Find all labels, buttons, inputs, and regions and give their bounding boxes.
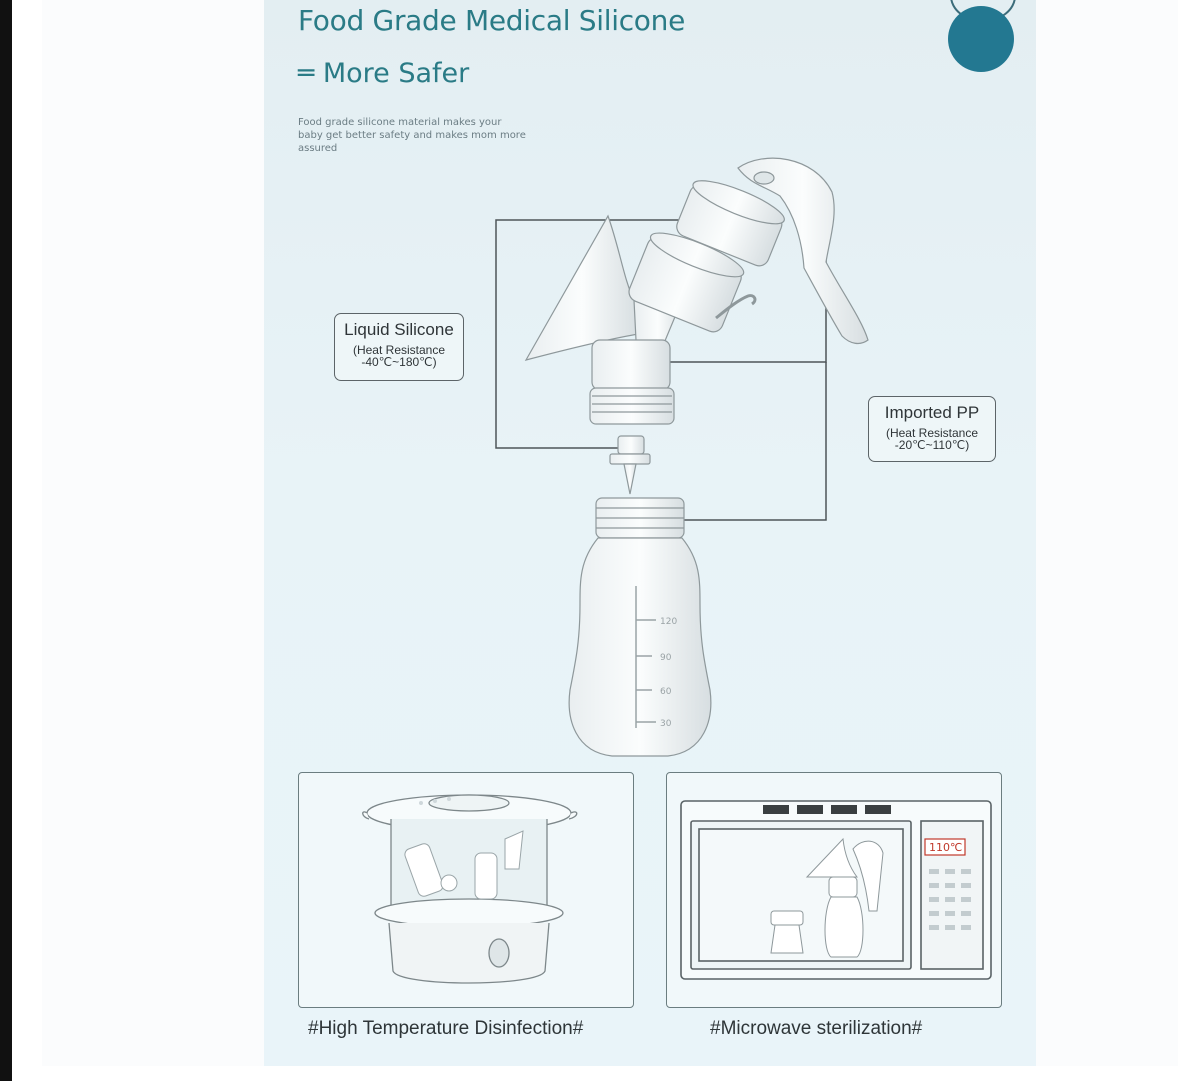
scale-label-30: 30 [660,719,672,729]
product-poster: Food Grade Medical Silicone ═ More Safer… [264,0,1036,1066]
bottle-scale-marks [635,586,656,728]
callout-imported-pp: Imported PP (Heat Resistance -20℃~110℃) [868,396,996,462]
caption-microwave-sterilization: #Microwave sterilization# [710,1018,923,1039]
microwave-illustration: 110℃ [680,800,992,980]
breast-pump-diagram: 120 90 60 30 [495,157,869,757]
poster-subtitle: ═ More Safer [298,58,470,89]
scale-label-90: 90 [660,653,672,663]
scale-label-120: 120 [660,617,677,627]
pump-body [589,339,675,425]
poster-title: Food Grade Medical Silicone [298,4,685,37]
poster-description: Food grade silicone material makes your … [298,117,526,154]
bottle-scale-labels: 120 90 60 30 [660,617,677,729]
pump-cap [676,180,785,267]
left-edge-strip [0,0,12,1081]
milk-bottle [568,497,712,757]
microwave-display: 110℃ [929,841,962,854]
steamer-illustration [362,794,578,984]
pump-handle [737,157,869,345]
caption-high-temp-disinfection: #High Temperature Disinfection# [308,1018,584,1039]
membrane-cylinder [628,232,745,333]
badge-circle [948,6,1014,72]
steamer-panel [298,772,634,1008]
duckbill-valve [609,435,651,495]
callout-right-title: Imported PP [884,403,980,422]
callout-right-detail: (Heat Resistance -20℃~110℃) [885,426,979,452]
pump-hook [715,294,757,320]
microwave-panel: 110℃ [666,772,1002,1008]
callout-left-detail: (Heat Resistance -40℃~180℃) [352,343,446,369]
callout-left-title: Liquid Silicone [344,320,454,339]
scale-label-60: 60 [660,687,672,697]
callout-liquid-silicone: Liquid Silicone (Heat Resistance -40℃~18… [334,313,464,381]
image-frame: Food Grade Medical Silicone ═ More Safer… [42,0,1178,1066]
